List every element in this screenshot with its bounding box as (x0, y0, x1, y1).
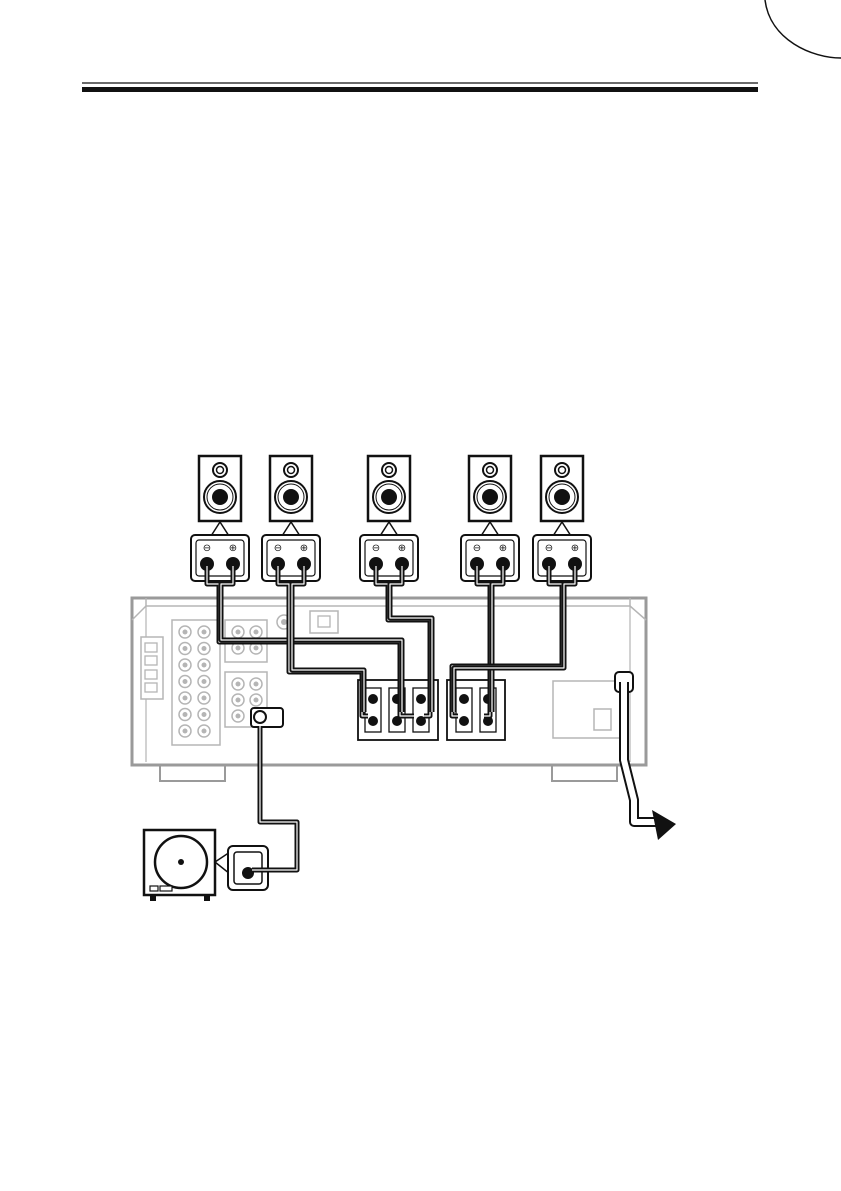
speaker-5: ⊖⊕ (533, 456, 591, 581)
speaker-2: ⊖⊕ (262, 456, 320, 581)
speaker-4: ⊖⊕ (461, 456, 519, 581)
optical-input (310, 611, 338, 633)
receiver-foot-left (160, 765, 225, 781)
plus-terminal-label: ⊕ (499, 543, 507, 554)
speakers-group: ⊖⊕⊖⊕⊖⊕⊖⊕⊖⊕ (191, 456, 591, 581)
ac-outlet-panel (553, 681, 620, 738)
speaker-3: ⊖⊕ (360, 456, 418, 581)
antenna-terminal-block (141, 637, 163, 699)
receiver-rear-panel (132, 598, 646, 781)
plus-terminal-label: ⊕ (398, 543, 406, 554)
minus-terminal-label: ⊖ (545, 543, 553, 554)
plus-terminal-label: ⊕ (300, 543, 308, 554)
minus-terminal-label: ⊖ (372, 543, 380, 554)
minus-terminal-label: ⊖ (274, 543, 282, 554)
speaker-1: ⊖⊕ (191, 456, 249, 581)
minus-terminal-label: ⊖ (203, 543, 211, 554)
receiver-foot-right (552, 765, 617, 781)
minus-terminal-label: ⊖ (473, 543, 481, 554)
header-rule (82, 83, 758, 92)
plus-terminal-label: ⊕ (571, 543, 579, 554)
page-corner-mark (765, 0, 841, 58)
plus-terminal-label: ⊕ (229, 543, 237, 554)
subwoofer (144, 830, 268, 901)
